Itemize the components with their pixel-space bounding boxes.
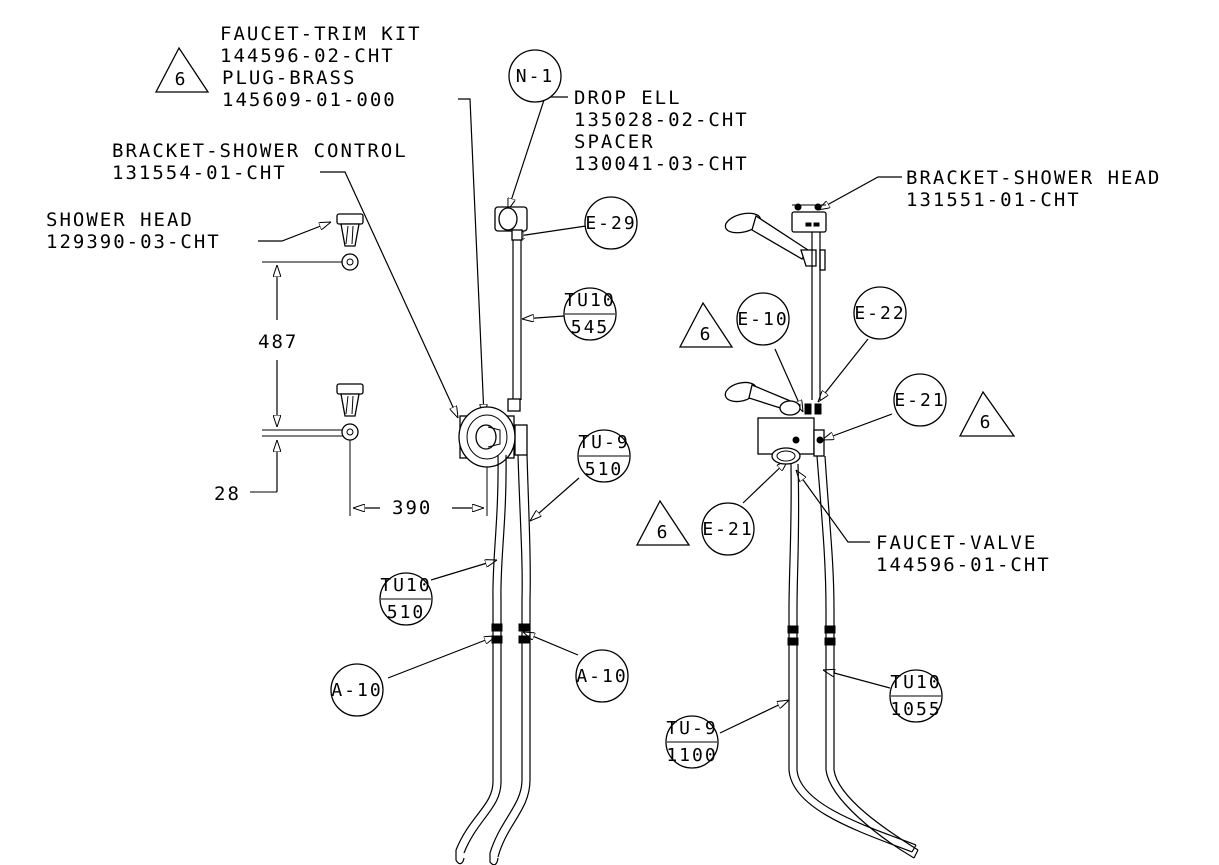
svg-text:6: 6 — [700, 324, 713, 345]
svg-text:6: 6 — [175, 69, 188, 90]
callout-tu10-1055: TU10 1055 — [889, 669, 943, 723]
bracket-shower-control-label: BRACKET-SHOWER CONTROL — [112, 140, 408, 162]
svg-text:A-10: A-10 — [576, 666, 627, 687]
plug-brass-part-number: 145609-01-000 — [222, 89, 397, 111]
shower-head-upper-icon — [336, 213, 364, 271]
right-assembly — [724, 203, 919, 859]
note-triangle-top: 6 — [154, 46, 210, 93]
svg-text:E-22: E-22 — [854, 303, 905, 324]
faucet-trim-kit-part-number: 144596-02-CHT — [220, 45, 395, 67]
faucet-trim-kit-label: FAUCET-TRIM KIT — [220, 23, 422, 45]
plug-brass-label: PLUG-BRASS — [222, 67, 356, 89]
dimension-lines — [250, 261, 488, 516]
faucet-valve-label: FAUCET-VALVE — [876, 532, 1037, 554]
svg-text:E-21: E-21 — [894, 390, 945, 411]
left-assembly — [336, 206, 531, 865]
svg-text:TU10: TU10 — [890, 672, 941, 693]
callout-e-21-right: E-21 — [893, 373, 947, 427]
callout-a-10-right: A-10 — [575, 649, 629, 703]
bracket-shower-head-label: BRACKET-SHOWER HEAD — [906, 167, 1161, 189]
callout-e-29: E-29 — [584, 196, 638, 250]
svg-text:510: 510 — [387, 602, 426, 623]
shower-head-lower-icon — [336, 383, 364, 441]
svg-text:TU10: TU10 — [564, 290, 615, 311]
svg-text:6: 6 — [980, 412, 993, 433]
shower-head-part-number: 129390-03-CHT — [46, 231, 221, 253]
callout-e-21-left: E-21 — [701, 502, 755, 556]
drop-ell-part-number: 135028-02-CHT — [574, 109, 749, 131]
svg-text:E-21: E-21 — [702, 519, 753, 540]
note-triangle-e21-right: 6 — [958, 390, 1016, 437]
svg-text:TU10: TU10 — [380, 575, 431, 596]
svg-text:A-10: A-10 — [331, 680, 382, 701]
svg-text:1055: 1055 — [890, 699, 941, 720]
callout-e-10: E-10 — [736, 292, 790, 346]
shower-control-icon — [458, 406, 516, 468]
callout-n-1: N-1 — [508, 49, 562, 103]
callout-a-10-left: A-10 — [330, 663, 384, 717]
callout-e-22: E-22 — [853, 286, 907, 340]
shower-head-label: SHOWER HEAD — [46, 209, 194, 231]
callout-tu9-1100: TU-9 1100 — [665, 715, 719, 769]
svg-text:E-29: E-29 — [585, 213, 636, 234]
svg-text:510: 510 — [585, 459, 624, 480]
callout-tu9-510: TU-9 510 — [577, 429, 631, 483]
drop-ell-icon — [494, 206, 528, 241]
faucet-valve-part-number: 144596-01-CHT — [876, 554, 1051, 576]
drop-ell-label: DROP ELL — [574, 87, 682, 109]
svg-text:6: 6 — [657, 522, 670, 543]
faucet-valve-icon — [757, 400, 825, 465]
spacer-part-number: 130041-03-CHT — [574, 153, 749, 175]
svg-text:TU-9: TU-9 — [666, 718, 717, 739]
note-triangle-e21-left: 6 — [635, 499, 691, 546]
bracket-shower-control-part-number: 131554-01-CHT — [112, 162, 287, 184]
dimension-offset-28: 28 — [214, 483, 241, 505]
svg-text:TU-9: TU-9 — [578, 432, 629, 453]
bracket-shower-head-icon — [791, 203, 827, 233]
spacer-label: SPACER — [574, 131, 655, 153]
leader-lines — [258, 96, 902, 734]
svg-text:N-1: N-1 — [516, 66, 555, 87]
note-triangle-e10: 6 — [678, 301, 734, 348]
callout-tu10-510: TU10 510 — [379, 572, 433, 626]
svg-text:1100: 1100 — [666, 745, 717, 766]
dimension-horizontal-390: 390 — [392, 497, 432, 519]
svg-text:E-10: E-10 — [737, 309, 788, 330]
dimension-vertical-487: 487 — [258, 331, 298, 353]
svg-text:545: 545 — [571, 317, 610, 338]
bracket-shower-head-part-number: 131551-01-CHT — [906, 189, 1081, 211]
callout-tu10-545: TU10 545 — [563, 287, 617, 341]
